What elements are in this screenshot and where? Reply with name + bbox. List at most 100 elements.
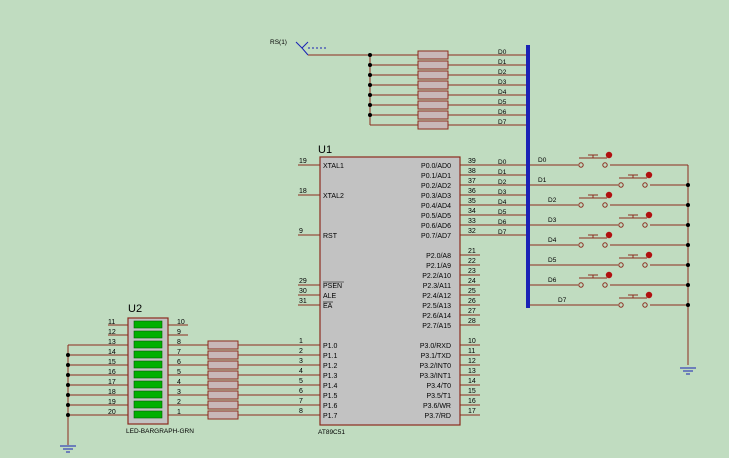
u1-pin-number: 8	[299, 408, 303, 415]
pushbutton	[578, 191, 613, 208]
net-label: D4	[498, 199, 507, 206]
u1-pin-number: 6	[299, 388, 303, 395]
u1-pin-number: 19	[299, 158, 307, 165]
u1-pin-number: 24	[468, 278, 476, 285]
u1-pin-name: P2.3/A11	[423, 283, 451, 290]
u1-pin-name: P1.4	[323, 383, 338, 390]
u2-left-pins: 11 12 13 14 15 16 17 18 19 20	[108, 319, 128, 416]
u1-pin-name: PSEN	[323, 283, 342, 290]
u1-pin-number: 15	[468, 388, 476, 395]
u2-pin-number: 9	[177, 329, 181, 336]
u1-pin-number: 4	[299, 368, 303, 375]
u1-pin-name: ALE	[323, 293, 337, 300]
u2-part: LED-BARGRAPH-GRN	[126, 428, 194, 435]
u1-pin-number: 23	[468, 268, 476, 275]
net-label: D2	[498, 69, 507, 76]
u2-pin-number: 15	[108, 359, 116, 366]
u1-left-pins: 19XTAL118XTAL29RST29PSEN30ALE31EA1P1.02P…	[299, 158, 344, 420]
net-label: D6	[498, 219, 507, 226]
u1-right-pins: P0.0/AD039P0.1/AD138P0.2/AD237P0.3/AD336…	[419, 158, 475, 420]
u1-pin-name: P0.2/AD2	[421, 183, 451, 190]
u1-pin-name: EA	[323, 303, 333, 310]
u2-pin-number: 13	[108, 339, 116, 346]
net-label: D7	[498, 229, 507, 236]
bargraph-segment	[133, 410, 163, 419]
net-label: D0	[538, 157, 547, 164]
resistor-network-top	[417, 50, 449, 130]
u2-pin-number: 20	[108, 409, 116, 416]
u2-pin-number: 16	[108, 369, 116, 376]
u1-pin-name: P0.7/AD7	[421, 233, 451, 240]
u1-pin-name: P3.1/TXD	[421, 353, 451, 360]
u1-pin-number: 30	[299, 288, 307, 295]
net-label: D3	[498, 189, 507, 196]
u1-pin-number: 9	[299, 228, 303, 235]
u2-pin-number: 14	[108, 349, 116, 356]
u1-pin-name: P1.0	[323, 343, 338, 350]
bargraph-segment	[133, 400, 163, 409]
u1-pin-number: 37	[468, 178, 476, 185]
u1-pin-number: 1	[299, 338, 303, 345]
u1-pin-number: 18	[299, 188, 307, 195]
u1-pin-name: P2.1/A9	[426, 263, 451, 270]
u1-pin-name: P3.3/INT1	[419, 373, 451, 380]
bargraph-segment	[133, 340, 163, 349]
u1-pin-name: P3.7/RD	[425, 413, 451, 420]
u1-pin-number: 29	[299, 278, 307, 285]
u2-pin-number: 5	[177, 369, 181, 376]
u2-pin-number: 11	[108, 319, 115, 326]
u2-pin-number: 1	[177, 409, 181, 416]
u2-pin-number: 19	[108, 399, 116, 406]
net-label: D4	[548, 237, 557, 244]
u1-pin-number: 5	[299, 378, 303, 385]
u1-pin-name: P0.3/AD3	[421, 193, 451, 200]
u1-pin-number: 2	[299, 348, 303, 355]
u2-pin-number: 17	[108, 379, 116, 386]
pushbutton	[578, 231, 613, 248]
net-label: D7	[498, 119, 507, 126]
u2-pin-number: 6	[177, 359, 181, 366]
net-label: D1	[498, 59, 507, 66]
u1-pin-number: 13	[468, 368, 476, 375]
u2-pin-number: 18	[108, 389, 116, 396]
u2-pin-number: 8	[177, 339, 181, 346]
u1-pin-number: 31	[299, 298, 307, 305]
u1-pin-name: P0.6/AD6	[421, 223, 451, 230]
net-label: D6	[548, 277, 557, 284]
u1-pin-name: P1.5	[323, 393, 338, 400]
u1-pin-name: P0.5/AD5	[421, 213, 451, 220]
rs-terminal: RS(1)	[270, 39, 328, 56]
u2-pin-number: 2	[177, 399, 181, 406]
net-label: D5	[498, 99, 507, 106]
u2-pin-number: 3	[177, 389, 181, 396]
u1-pin-number: 38	[468, 168, 476, 175]
u1-ref: U1	[318, 144, 332, 156]
u2-pin-number: 12	[108, 329, 116, 336]
u1-pin-name: P1.1	[323, 353, 338, 360]
net-label: D0	[498, 49, 507, 56]
u1-pin-number: 33	[468, 218, 476, 225]
net-label: D3	[548, 217, 557, 224]
u1-pin-name: P3.5/T1	[426, 393, 451, 400]
u1-pin-name: P2.5/A13	[422, 303, 451, 310]
u1-pin-name: P2.4/A12	[422, 293, 451, 300]
u1-pin-name: XTAL2	[323, 193, 344, 200]
pushbutton	[618, 211, 653, 228]
u2-pin-number: 7	[177, 349, 181, 356]
u2-pin-number: 10	[177, 319, 185, 326]
u1-pin-name: P1.2	[323, 363, 338, 370]
u1-pin-number: 14	[468, 378, 476, 385]
u1-pin-name: P0.1/AD1	[421, 173, 451, 180]
u1-pin-number: 26	[468, 298, 476, 305]
u1-pin-number: 21	[468, 248, 476, 255]
u1-pin-name: XTAL1	[323, 163, 344, 170]
u1-pin-number: 10	[468, 338, 476, 345]
u1-pin-number: 27	[468, 308, 476, 315]
u1-pin-name: P2.6/A14	[422, 313, 451, 320]
net-label: D0	[498, 159, 507, 166]
net-label: D4	[498, 89, 507, 96]
